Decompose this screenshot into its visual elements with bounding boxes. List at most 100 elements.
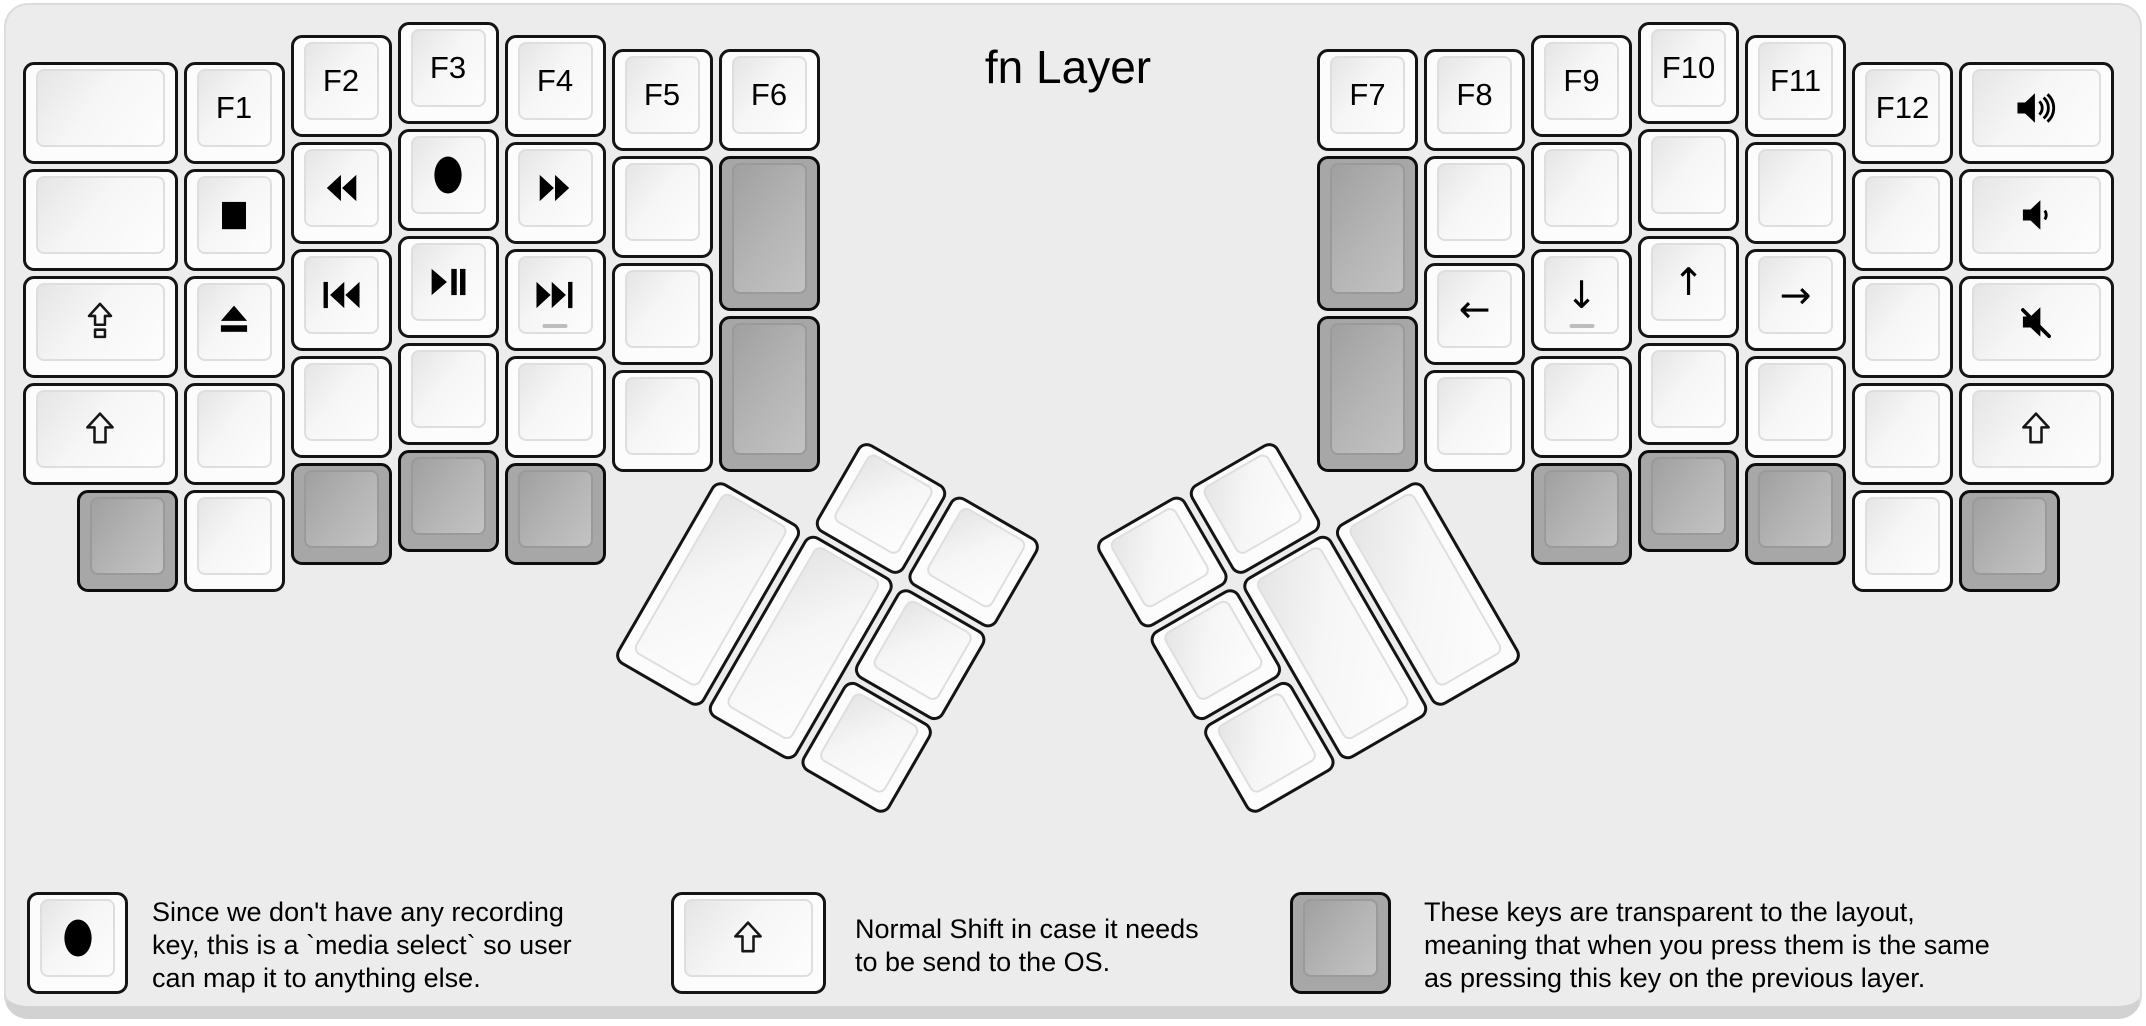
- key-transparent: [1314, 314, 1421, 475]
- key-blank: [609, 368, 716, 475]
- key-transparent: [288, 461, 395, 568]
- shift-icon: [726, 917, 770, 959]
- key-label: F10: [1661, 50, 1716, 85]
- key-fast-forward: [502, 140, 609, 247]
- key-transparent: [1956, 488, 2063, 595]
- key-label: F8: [1456, 76, 1493, 112]
- key-label: F2: [322, 63, 360, 99]
- caps-lock-icon: [78, 298, 122, 346]
- key-f3: F3: [395, 20, 502, 127]
- key-f11: F11: [1742, 33, 1849, 140]
- key-label: F1: [215, 90, 253, 126]
- key-play-pause: [395, 234, 502, 341]
- key-blank: [609, 154, 716, 261]
- key-shift: [1956, 381, 2117, 488]
- record-icon: [424, 152, 472, 198]
- key-f6: F6: [716, 47, 823, 154]
- next-track-icon: [531, 273, 579, 317]
- legend-key-shift: [668, 890, 829, 997]
- key-f12: F12: [1849, 60, 1956, 167]
- key-mute: [1956, 274, 2117, 381]
- key-arrow-down: ↓: [1528, 247, 1635, 354]
- key-blank: [1635, 341, 1742, 448]
- key-transparent: [1742, 461, 1849, 568]
- key-blank: [20, 167, 181, 274]
- key-blank: [181, 381, 288, 488]
- arrow-up-icon: ↑: [1672, 260, 1705, 304]
- key-label: F4: [536, 63, 574, 99]
- key-shift: [20, 381, 181, 488]
- key-blank: [1849, 488, 1956, 595]
- shift-icon: [2014, 408, 2058, 450]
- key-transparent: [716, 314, 823, 475]
- key-transparent: [1635, 448, 1742, 555]
- key-blank: [1849, 274, 1956, 381]
- key-transparent: [502, 461, 609, 568]
- key-blank: [395, 341, 502, 448]
- key-label: F5: [643, 76, 681, 112]
- prev-track-icon: [317, 273, 365, 317]
- key-label: F3: [429, 50, 467, 85]
- key-blank: [1742, 354, 1849, 461]
- eject-icon: [210, 300, 258, 344]
- key-arrow-up: ↑: [1635, 234, 1742, 341]
- arrow-left-icon: ←: [1458, 286, 1491, 331]
- arrow-down-icon: ↓: [1565, 273, 1598, 318]
- key-blank: [1528, 354, 1635, 461]
- layer-title: fn Layer: [984, 41, 1152, 93]
- legend-text-shift: Normal Shift in case it needs to be send…: [855, 914, 1199, 977]
- arrow-right-icon: →: [1779, 273, 1812, 318]
- key-blank: [20, 60, 181, 167]
- key-blank: [1742, 140, 1849, 247]
- stop-icon: [210, 193, 258, 237]
- legend-text-media-select: Since we don't have any recording key, t…: [152, 897, 572, 993]
- legend-icon-shift: [668, 890, 829, 997]
- key-transparent: [1528, 461, 1635, 568]
- volume-down-icon: [2012, 193, 2060, 237]
- shift-icon: [78, 408, 122, 450]
- mute-icon: [2012, 300, 2060, 344]
- key-blank: [1849, 381, 1956, 488]
- key-label: F7: [1349, 76, 1386, 112]
- play-pause-icon: [424, 260, 472, 304]
- key-transparent: [395, 448, 502, 555]
- key-f7: F7: [1314, 47, 1421, 154]
- legend-text-transparent: These keys are transparent to the layout…: [1424, 897, 1990, 993]
- key-f1: F1: [181, 60, 288, 167]
- legend-icon-media-select: [24, 890, 131, 997]
- key-blank: [1635, 127, 1742, 234]
- key-blank: [1849, 167, 1956, 274]
- key-volume-up: [1956, 60, 2117, 167]
- rewind-icon: [317, 166, 365, 210]
- key-blank: [181, 488, 288, 595]
- key-f5: F5: [609, 47, 716, 154]
- legend-key-media-select: [24, 890, 131, 997]
- key-transparent: [1314, 154, 1421, 315]
- key-f9: F9: [1528, 33, 1635, 140]
- homing-bar: [542, 324, 568, 329]
- key-blank: [502, 354, 609, 461]
- key-label: F11: [1769, 63, 1822, 99]
- key-label: F9: [1563, 63, 1600, 99]
- key-volume-down: [1956, 167, 2117, 274]
- key-f4: F4: [502, 33, 609, 140]
- key-transparent: [74, 488, 181, 595]
- key-f8: F8: [1421, 47, 1528, 154]
- key-arrow-left: ←: [1421, 261, 1528, 368]
- key-prev-track: [288, 247, 395, 354]
- legend-key-transparent: [1287, 890, 1394, 997]
- key-transparent: [716, 154, 823, 315]
- key-label: F12: [1875, 90, 1930, 126]
- key-blank: [609, 261, 716, 368]
- key-media-select: [395, 127, 502, 234]
- key-rewind: [288, 140, 395, 247]
- key-arrow-right: →: [1742, 247, 1849, 354]
- key-blank: [288, 354, 395, 461]
- key-next-track: [502, 247, 609, 354]
- homing-bar: [1569, 324, 1594, 329]
- legend-icon-transparent: [1287, 890, 1394, 997]
- key-blank: [1528, 140, 1635, 247]
- volume-up-icon: [2012, 86, 2060, 130]
